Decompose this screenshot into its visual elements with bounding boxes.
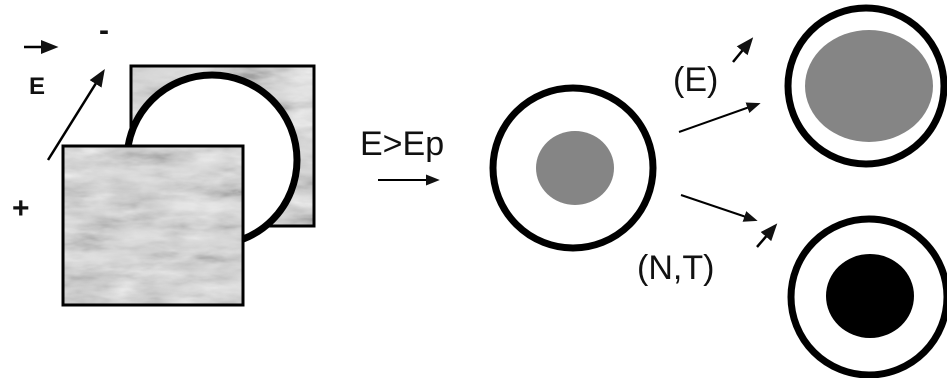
branch-lower-label: (N,T) bbox=[637, 249, 714, 287]
minus-sign: - bbox=[99, 14, 109, 47]
result-grain-lower bbox=[787, 215, 947, 379]
branch-upper-label: (E) bbox=[673, 61, 718, 99]
lower-label-arrow-icon bbox=[756, 223, 778, 248]
field-vector-text: E bbox=[29, 73, 45, 100]
result-grain-upper bbox=[784, 4, 947, 168]
initial-nucleus bbox=[536, 131, 614, 205]
field-vector-label: E bbox=[24, 40, 59, 100]
condition-label: E>Ep bbox=[360, 125, 444, 163]
front-electrode bbox=[61, 144, 245, 307]
upper-label-arrow-icon bbox=[732, 37, 754, 63]
field-arrow-icon bbox=[46, 69, 105, 161]
result-lower-core bbox=[826, 254, 914, 338]
lower-branch-arrow-icon bbox=[680, 194, 758, 222]
initial-grain bbox=[489, 84, 657, 252]
upper-branch-arrow-icon bbox=[678, 102, 761, 133]
plus-sign: + bbox=[12, 192, 30, 225]
result-upper-core bbox=[805, 30, 933, 142]
